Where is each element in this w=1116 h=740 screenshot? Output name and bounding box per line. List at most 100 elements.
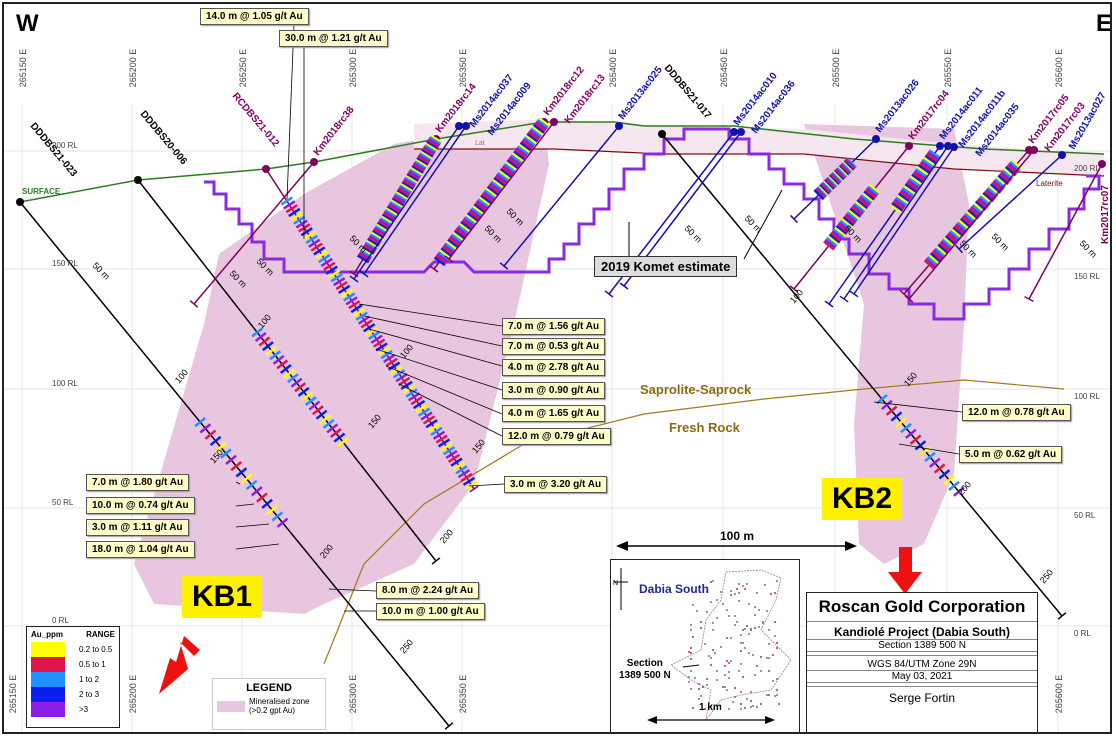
- assay-interval: [398, 186, 411, 196]
- inset-collar-dot: [706, 611, 708, 613]
- assay-interval: [836, 167, 847, 179]
- section-name: Section 1389 500 N: [807, 640, 1037, 652]
- depth-mark: 50 m: [990, 231, 1011, 252]
- inset-collar-dot: [734, 615, 736, 617]
- assay-interval: [423, 144, 437, 154]
- assay-interval: [970, 205, 982, 217]
- end-of-hole-tick: [359, 270, 369, 278]
- assay-interval: [422, 415, 436, 425]
- assay-interval: [927, 151, 940, 161]
- drillhole-trace: [661, 133, 1063, 617]
- assay-interval: [384, 209, 397, 218]
- collar-marker: [737, 128, 745, 136]
- intercept-callout: 3.0 m @ 1.11 g/t Au: [86, 519, 189, 536]
- assay-interval: [973, 202, 985, 213]
- assay-interval: [522, 138, 535, 149]
- collar-marker: [16, 198, 24, 206]
- assay-interval: [383, 210, 396, 220]
- inset-collar-dot: [706, 591, 708, 593]
- scale-bar-label: 100 m: [720, 529, 754, 543]
- inset-collar-dot: [772, 654, 774, 656]
- assay-interval: [476, 200, 488, 210]
- drillhole-label: Ms2013ac025: [617, 64, 665, 122]
- saprolite-label: Saprolite-Saprock: [640, 382, 752, 397]
- assay-interval: [428, 136, 442, 146]
- assay-interval: [315, 250, 328, 260]
- assay-interval: [283, 368, 296, 379]
- assay-interval: [487, 184, 500, 194]
- assay-interval: [832, 228, 845, 239]
- assay-interval: [343, 292, 356, 302]
- inset-collar-dot: [768, 670, 770, 672]
- inset-collar-dot: [766, 610, 768, 612]
- inset-collar-dot: [744, 647, 746, 649]
- assay-interval: [828, 174, 840, 186]
- inset-collar-dot: [768, 694, 770, 696]
- inset-collar-dot: [728, 677, 730, 679]
- inset-collar-dot: [724, 665, 726, 667]
- assay-interval: [845, 157, 857, 169]
- collar-marker: [944, 142, 952, 150]
- drillhole-trace: [363, 125, 467, 275]
- assay-interval: [961, 216, 973, 227]
- collar-marker: [1030, 146, 1038, 154]
- assay-interval: [272, 354, 285, 365]
- assay-interval: [265, 345, 278, 356]
- au-legend-row: >3: [27, 702, 119, 717]
- inset-collar-dot: [716, 670, 718, 672]
- assay-interval: [445, 449, 458, 460]
- inset-collar-dot: [748, 652, 750, 654]
- surface-label: SURFACE: [22, 187, 61, 196]
- assay-interval: [829, 173, 841, 185]
- assay-interval: [271, 511, 284, 522]
- inset-collar-dot: [704, 708, 706, 710]
- assay-interval: [915, 168, 928, 178]
- inset-collar-dot: [730, 594, 732, 596]
- assay-interval: [443, 244, 455, 254]
- mineralised-legend: LEGEND Mineralised zone(>0.2 gpt Au): [212, 678, 326, 730]
- assay-interval: [494, 175, 507, 186]
- inset-collar-dot: [738, 583, 740, 585]
- assay-interval: [465, 480, 478, 490]
- assay-interval: [419, 150, 433, 160]
- assay-interval: [450, 457, 463, 467]
- assay-interval: [323, 261, 336, 271]
- assay-interval: [828, 233, 841, 244]
- assay-interval: [445, 240, 458, 251]
- assay-interval: [333, 432, 346, 443]
- assay-interval: [843, 160, 854, 172]
- au-legend-swatch: [31, 657, 65, 672]
- assay-interval: [369, 233, 383, 243]
- end-of-hole-tick: [429, 265, 439, 273]
- inset-collar-dot: [758, 609, 760, 611]
- assay-interval: [435, 254, 447, 265]
- assay-interval: [876, 393, 888, 405]
- assay-interval: [358, 315, 371, 325]
- assay-interval: [400, 380, 413, 390]
- komet-estimate-outline: [204, 127, 1101, 321]
- assay-interval: [427, 137, 441, 147]
- assay-interval: [417, 155, 430, 165]
- assay-interval: [435, 434, 448, 444]
- assay-interval: [365, 326, 378, 337]
- assay-interval: [442, 446, 456, 456]
- inset-collar-dot: [744, 588, 746, 590]
- assay-interval: [511, 152, 524, 163]
- assay-interval: [895, 417, 908, 428]
- inset-collar-dot: [752, 705, 754, 707]
- assay-interval: [333, 277, 346, 287]
- inset-collar-dot: [754, 627, 756, 629]
- assay-interval: [912, 171, 925, 182]
- assay-interval: [389, 200, 402, 210]
- assay-interval: [928, 254, 940, 265]
- assay-interval: [959, 217, 972, 229]
- assay-interval: [905, 181, 918, 191]
- assay-interval: [899, 190, 912, 201]
- assay-interval: [305, 234, 318, 244]
- inset-collar-dot: [740, 634, 742, 636]
- project-name: Kandiolé Project (Dabia South): [807, 625, 1037, 640]
- assay-interval: [370, 334, 383, 344]
- inset-collar-dot: [738, 670, 740, 672]
- drillhole-trace: [853, 146, 955, 295]
- collar-marker: [134, 176, 142, 184]
